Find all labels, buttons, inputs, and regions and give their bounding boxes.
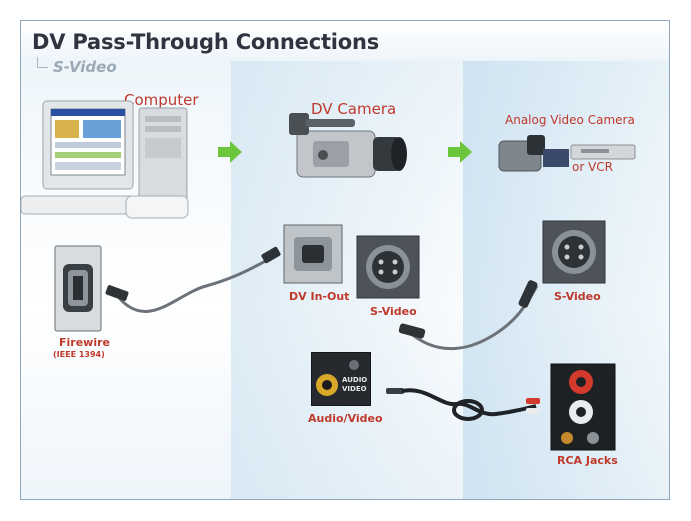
- computer-icon: [21, 100, 189, 219]
- dv-camera-label: DV Camera: [311, 100, 397, 118]
- rca-jacks-icon: [550, 363, 616, 451]
- diagram-frame: DV Pass-Through Connections S-Video Comp…: [20, 20, 670, 500]
- title-bar: [21, 21, 669, 61]
- video-text: VIDEO: [342, 385, 367, 393]
- firewire-label: Firewire: [59, 336, 110, 349]
- green-arrow-icon: [448, 141, 472, 163]
- computer-label: Computer: [124, 91, 199, 109]
- rca-jacks-label: RCA Jacks: [557, 454, 618, 467]
- dv-in-out-port-icon: [283, 224, 343, 284]
- audio-video-port: AUDIO VIDEO: [311, 352, 371, 406]
- firewire-sub-label: (IEEE 1394): [53, 350, 105, 359]
- green-arrow-icon: [218, 141, 242, 163]
- firewire-cable: [105, 246, 281, 313]
- s-video-analog-label: S-Video: [554, 290, 601, 303]
- page-title: DV Pass-Through Connections: [32, 30, 380, 54]
- subtitle-hook: [37, 57, 48, 68]
- s-video-camera-label: S-Video: [370, 305, 417, 318]
- dv-in-out-label: DV In-Out: [289, 290, 350, 303]
- s-video-port-icon: [356, 235, 420, 299]
- av-cable: [386, 388, 540, 421]
- analog-camera-label: Analog Video Camera: [505, 113, 635, 127]
- analog-camera-icon: [498, 135, 636, 172]
- av-jack-icon: [316, 360, 359, 396]
- or-vcr-label: or VCR: [572, 160, 614, 174]
- audio-text: AUDIO: [342, 376, 368, 384]
- page-subtitle: S-Video: [53, 58, 117, 76]
- s-video-analog-port-icon: [542, 220, 606, 284]
- dv-camera-icon: [289, 113, 407, 178]
- firewire-port-icon: [54, 245, 102, 332]
- s-video-cable: [398, 280, 539, 351]
- audio-video-label: Audio/Video: [308, 412, 383, 425]
